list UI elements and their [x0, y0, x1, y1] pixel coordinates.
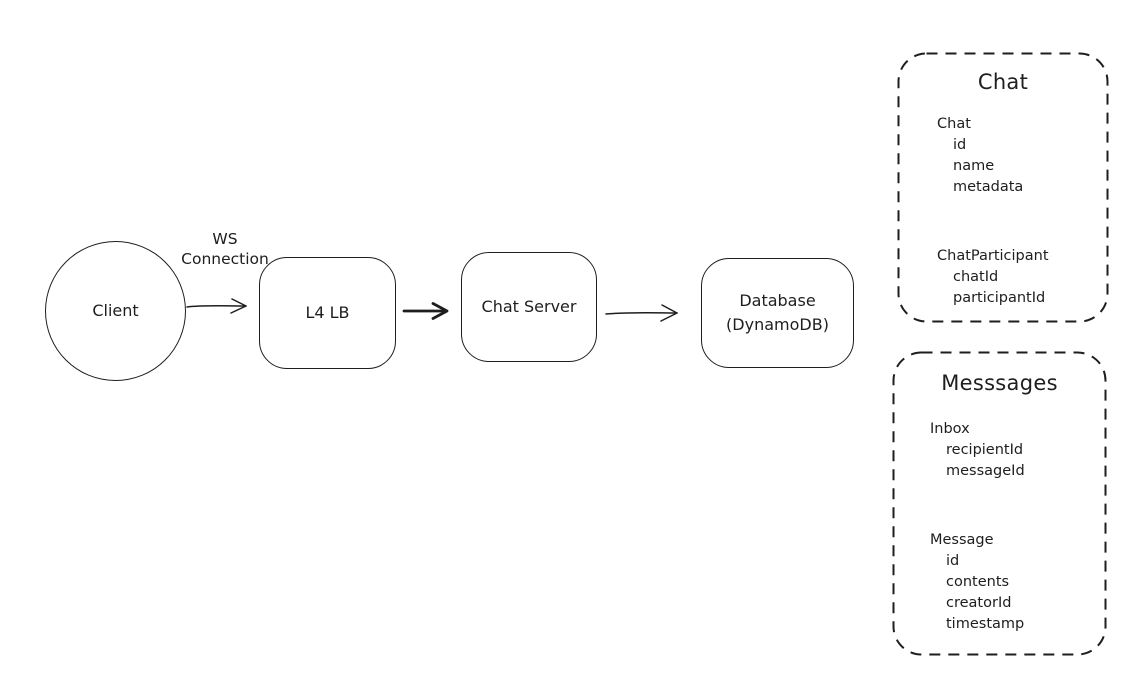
field-contents: contents: [946, 574, 1010, 590]
node-database[interactable]: Database (DynamoDB): [701, 258, 854, 368]
field-timestamp: timestamp: [946, 616, 1025, 632]
entity-chat-participant: ChatParticipant chatId participantId: [937, 246, 1049, 309]
node-chat-server[interactable]: Chat Server: [461, 252, 597, 362]
panel-messages-body: Inbox recipientId messageId Message id c…: [930, 419, 1025, 635]
field-metadata: metadata: [953, 179, 1024, 195]
field-message-id2: id: [946, 553, 960, 569]
node-l4-lb-label: L4 LB: [305, 303, 350, 322]
entity-message-fields: id contents creatorId timestamp: [930, 551, 1025, 635]
edge-label-ws-connection: WS Connection: [170, 229, 280, 269]
node-l4-lb[interactable]: L4 LB: [259, 257, 396, 369]
node-database-label-line1: Database: [739, 291, 816, 310]
field-recipient-id: recipientId: [946, 442, 1024, 458]
entity-chat-name: Chat: [937, 116, 971, 132]
panel-messages[interactable]: Messsages Inbox recipientId messageId Me…: [892, 351, 1107, 656]
panel-chat-border: [897, 52, 1109, 323]
entity-chat-participant-name: ChatParticipant: [937, 248, 1049, 264]
arrow-chat-server-to-database[interactable]: [604, 301, 688, 325]
panel-chat[interactable]: Chat Chat id name metadata ChatParticipa…: [897, 52, 1109, 323]
entity-inbox: Inbox recipientId messageId: [930, 419, 1025, 482]
edge-label-line-1: WS: [212, 230, 238, 248]
node-database-label: Database (DynamoDB): [726, 289, 829, 337]
entity-chat-fields: id name metadata: [937, 135, 1049, 198]
entity-inbox-name: Inbox: [930, 421, 970, 437]
entity-chat: Chat id name metadata: [937, 114, 1049, 198]
entity-message-name: Message: [930, 532, 994, 548]
panel-messages-border: [892, 351, 1107, 656]
field-chat-id: chatId: [953, 269, 999, 285]
node-database-label-line2: (DynamoDB): [726, 315, 829, 334]
field-name: name: [953, 158, 995, 174]
field-id: id: [953, 137, 967, 153]
field-message-id: messageId: [946, 463, 1025, 479]
entity-inbox-fields: recipientId messageId: [930, 440, 1025, 482]
field-creator-id: creatorId: [946, 595, 1012, 611]
entity-chat-participant-fields: chatId participantId: [937, 267, 1049, 309]
node-client[interactable]: Client: [45, 241, 186, 381]
field-participant-id: participantId: [953, 290, 1046, 306]
node-chat-server-label: Chat Server: [481, 297, 577, 316]
node-client-label: Client: [92, 301, 139, 320]
panel-chat-title: Chat: [977, 70, 1029, 94]
panel-messages-title: Messsages: [941, 371, 1058, 395]
arrow-client-to-l4lb[interactable]: [186, 295, 256, 317]
edge-label-line-2: Connection: [181, 250, 269, 268]
entity-message: Message id contents creatorId timestamp: [930, 530, 1025, 635]
panel-chat-body: Chat id name metadata ChatParticipant ch…: [937, 114, 1049, 309]
arrow-l4lb-to-chat-server[interactable]: [402, 300, 458, 322]
